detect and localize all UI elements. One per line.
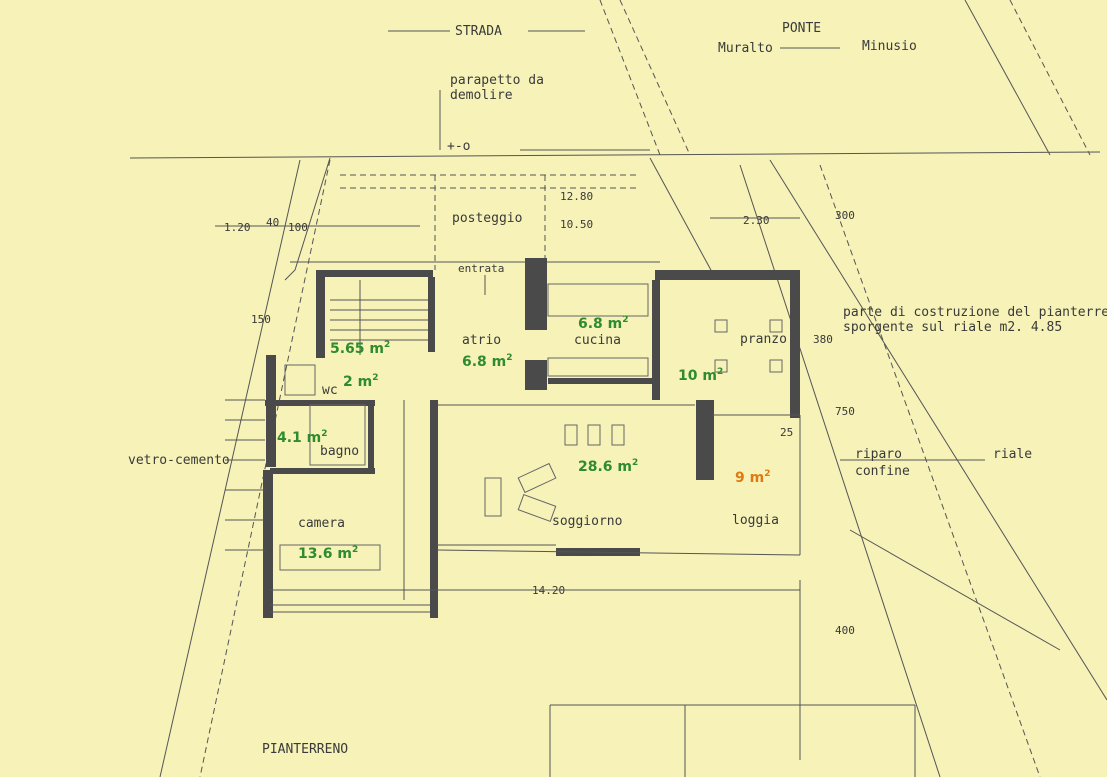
projection-note-2: sporgente sul riale m2. 4.85 [843,320,1062,335]
projection-note-1: parte di costruzione del pianterreno [843,305,1107,320]
dim-380: 380 [813,333,833,346]
area-bedroom: 13.6 m2 [298,545,358,562]
parking-label: posteggio [452,211,522,226]
bathroom-label: bagno [320,444,359,459]
site-lines [129,0,1107,777]
dimensions: 12.80 10.50 2.30 1.20 40 100 150 300 380… [224,190,855,637]
area-living-room: 28.6 m2 [578,458,638,475]
area-kitchen: 6.8 m2 [578,315,629,332]
stream-label: riale [993,447,1032,462]
living-room-label: soggiorno [552,514,622,529]
parking-area [215,149,800,281]
dim-100: 100 [288,221,308,234]
dim-230: 2.30 [743,214,770,227]
area-atrium: 6.8 m2 [462,353,513,370]
dim-750: 750 [835,405,855,418]
area-annotations: 6.8 m2 6.8 m2 5.65 m2 2 m2 10 m2 4.1 m2 … [277,315,770,562]
bedroom-label: camera [298,516,345,531]
dim-25: 25 [780,426,793,439]
glass-block-label: vetro-cemento [128,453,230,468]
atrium-label: atrio [462,333,501,348]
wc-label: wc [322,383,338,398]
entrance-label: entrata [458,262,504,275]
kitchen-label: cucina [574,333,621,348]
dim-300: 300 [835,209,855,222]
dim-40: 40 [266,216,279,229]
boundary-label: confine [855,464,910,479]
area-staircase: 5.65 m2 [330,340,390,357]
floor-title: PIANTERRENO [262,742,348,757]
street-label: STRADA [455,24,502,39]
area-dining: 10 m2 [678,367,723,384]
dim-1050: 10.50 [560,218,593,231]
muralto-label: Muralto [718,41,773,56]
dim-1280: 12.80 [560,190,593,203]
parapet-label-1: parapetto da [450,73,544,88]
loggia-label: loggia [732,513,779,528]
level-label: +-o [447,139,470,154]
minusio-label: Minusio [862,39,917,54]
dim-150: 150 [251,313,271,326]
area-loggia: 9 m2 [735,469,770,486]
bridge-label: PONTE [782,21,821,36]
area-bathroom: 4.1 m2 [277,429,328,446]
interior-details [225,275,801,613]
area-wc: 2 m2 [343,373,378,390]
parapet-label-2: demolire [450,88,513,103]
walls [263,258,800,618]
shelter-label: riparo [855,447,902,462]
dim-400: 400 [835,624,855,637]
dining-label: pranzo [740,332,787,347]
dim-120: 1.20 [224,221,251,234]
labels: STRADA PONTE Muralto Minusio parapetto d… [128,21,1107,757]
